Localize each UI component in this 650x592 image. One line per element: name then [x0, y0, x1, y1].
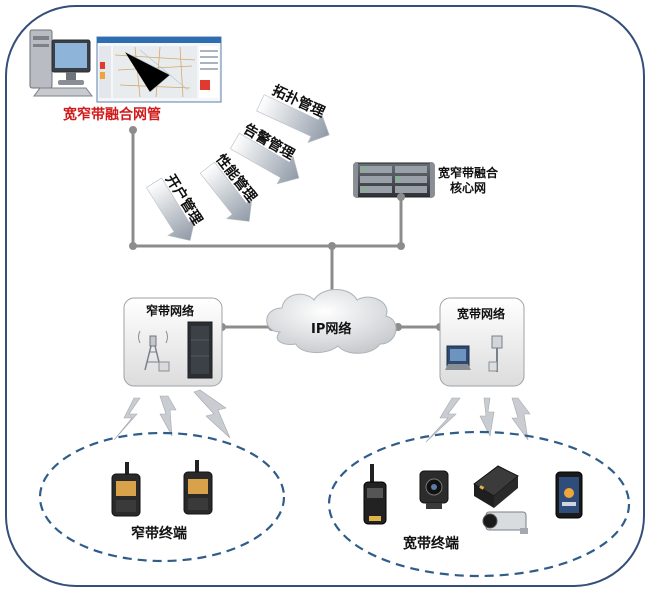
base-station-tower-icon — [138, 330, 170, 372]
core-network-label-line1: 宽窄带融合 — [437, 165, 499, 180]
broadband-walkie-talkie-icon — [363, 464, 387, 525]
nms-label: 宽窄带融合网管 — [63, 106, 161, 123]
broadband-base-station-icon — [488, 335, 503, 372]
narrowband-terminals-ellipse — [38, 431, 286, 563]
narrowband-radio-icon — [183, 460, 213, 515]
nms-screen-thumbnail — [96, 36, 222, 103]
cabinet-icon — [187, 321, 213, 379]
mobile-dvr-icon — [473, 465, 519, 508]
broadband-core-device-icon — [445, 345, 471, 370]
wireless-signals — [113, 389, 531, 443]
ip-camera-icon — [482, 511, 528, 534]
narrowband-network-label: 窄带网络 — [146, 303, 194, 318]
narrowband-radio-icon — [111, 462, 141, 517]
broadband-network-label: 宽带网络 — [456, 306, 505, 321]
nms-workstation-icon — [29, 29, 93, 97]
core-network-server-icon — [353, 162, 435, 198]
ip-network-cloud: IP网络 — [266, 289, 397, 354]
connection-lines — [131, 130, 440, 329]
broadband-network-box: 宽带网络 — [439, 297, 525, 387]
broadband-terminals-ellipse — [327, 430, 631, 578]
narrowband-network-box: 窄带网络 — [123, 297, 223, 387]
body-camera-icon — [419, 470, 449, 509]
smartphone-icon — [555, 471, 583, 519]
ip-network-label: IP网络 — [311, 321, 351, 337]
broadband-terminals-label: 宽带终端 — [403, 535, 459, 552]
core-network-label-line2: 核心网 — [450, 180, 486, 195]
narrowband-terminals-label: 窄带终端 — [131, 525, 187, 542]
